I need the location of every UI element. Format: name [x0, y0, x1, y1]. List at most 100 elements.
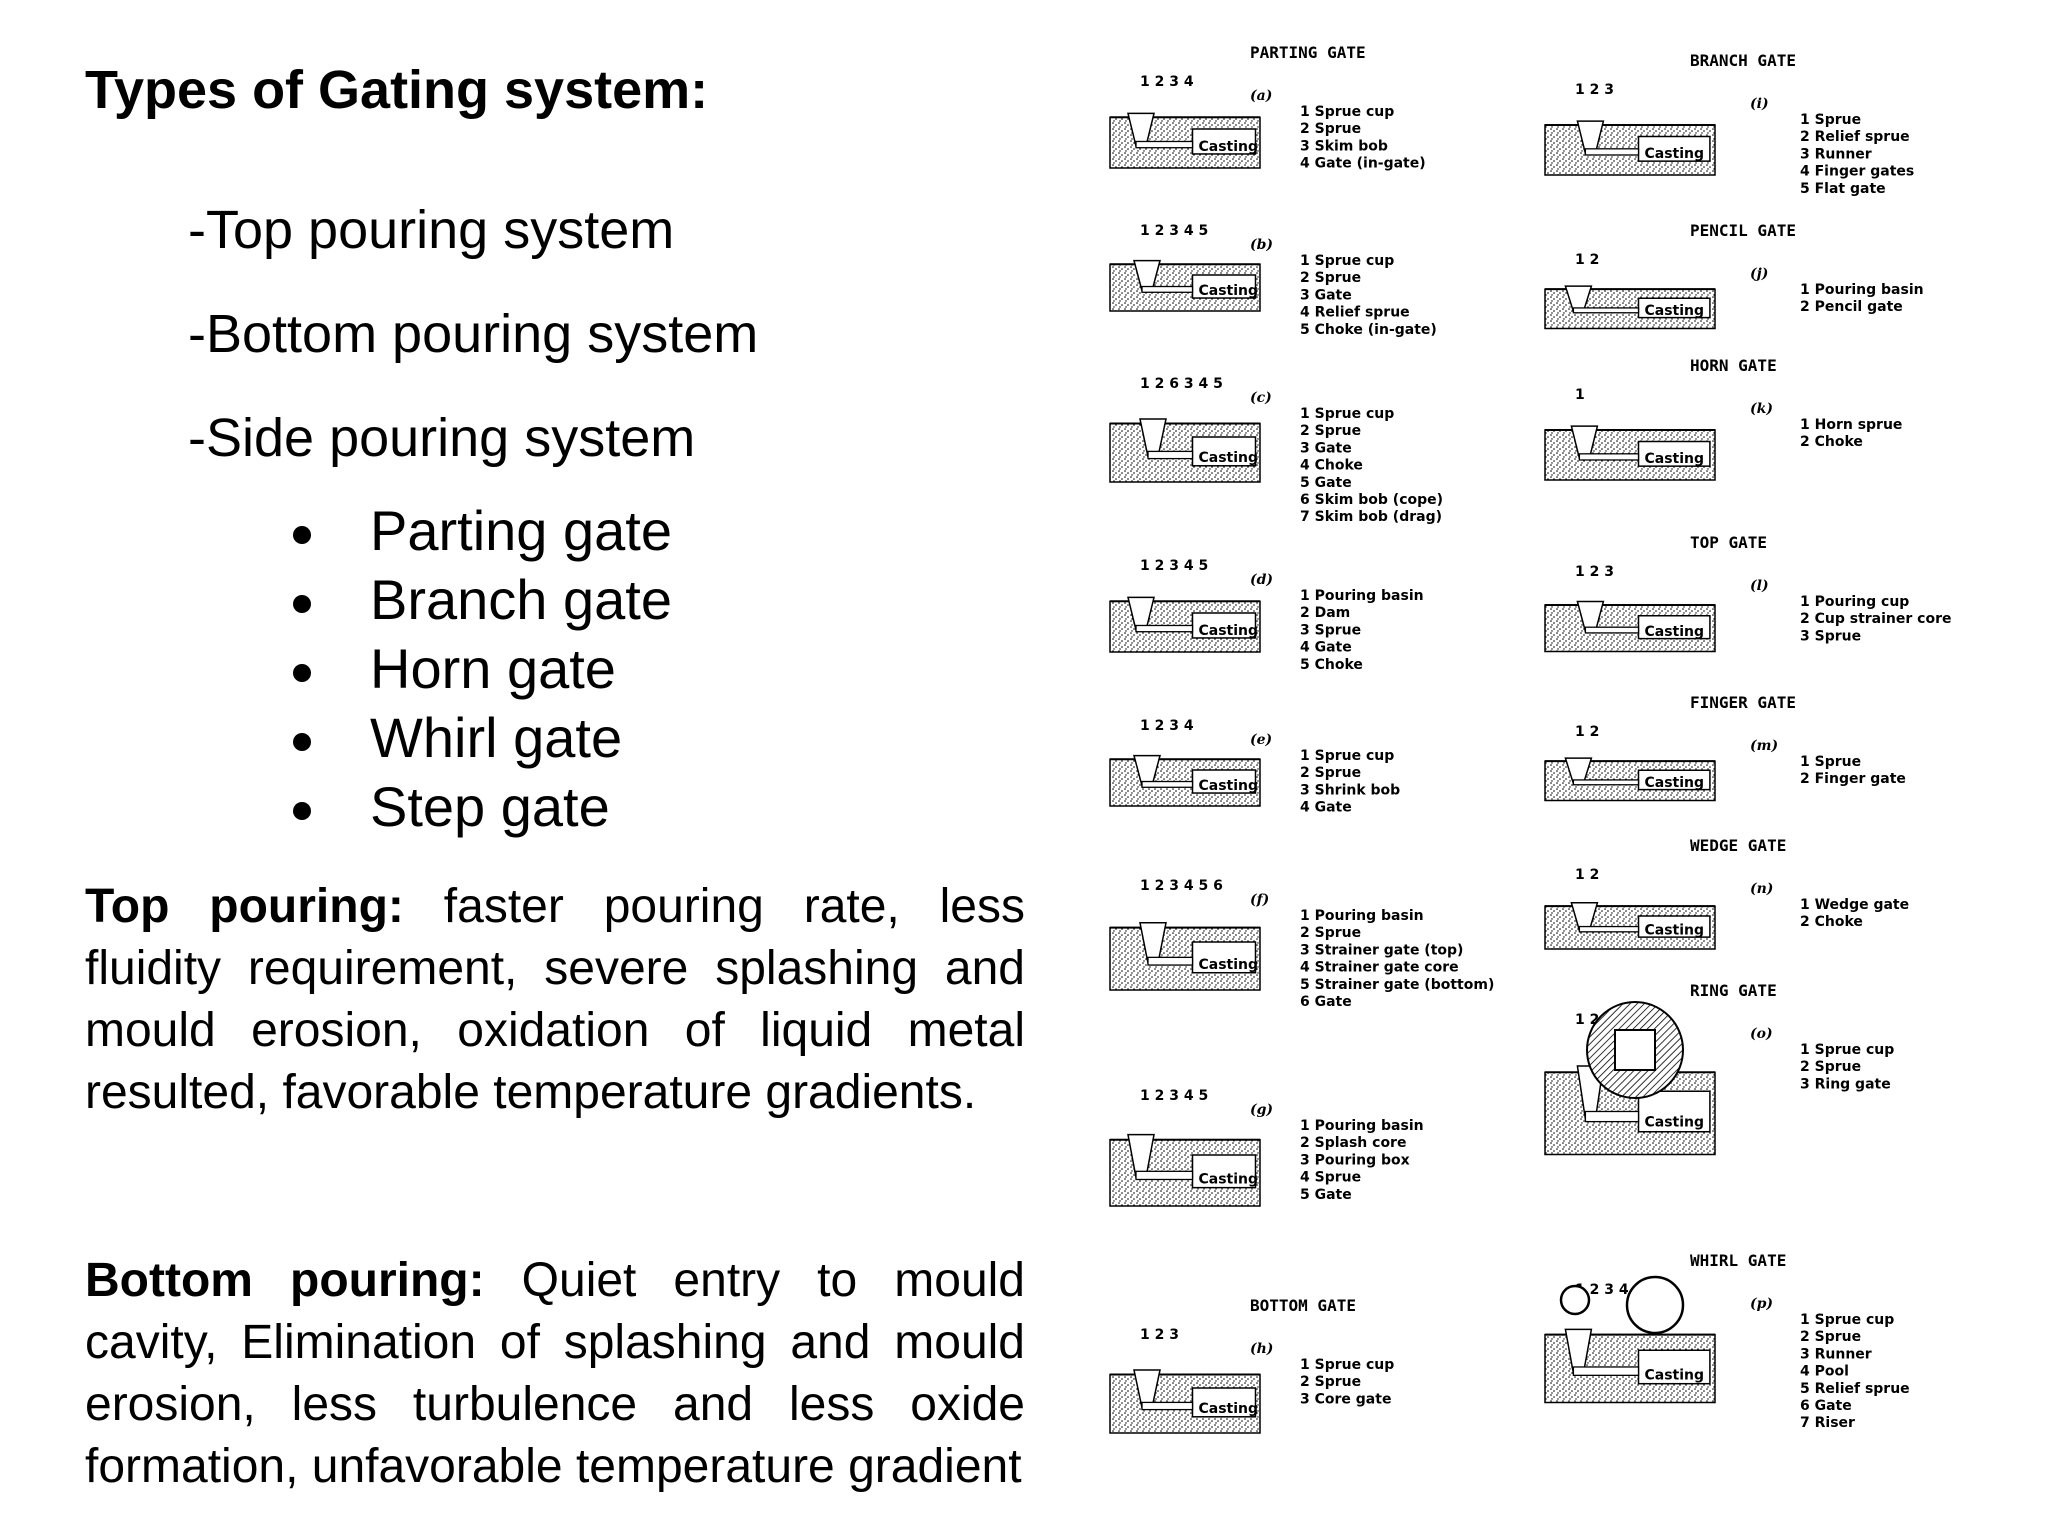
- part-numbers: 1 2 3 4 5: [1140, 1088, 1208, 1104]
- legend-item: 1 Sprue: [1800, 754, 1861, 770]
- legend-item: 4 Gate (in-gate): [1300, 156, 1426, 172]
- list-item: Parting gate: [290, 496, 672, 565]
- legend-item: 2 Sprue: [1800, 1059, 1861, 1075]
- bottom-pouring-text: Quiet entry to mould cavity, Elimination…: [85, 1254, 1025, 1493]
- bottom-pouring-label: Bottom pouring:: [85, 1254, 485, 1307]
- bullet-icon: [293, 802, 311, 820]
- list-item: Horn gate: [290, 634, 672, 703]
- panel-letter: (i): [1750, 96, 1769, 112]
- legend-item: 1 Pouring basin: [1300, 588, 1424, 604]
- casting-label: Casting: [1645, 1368, 1705, 1384]
- cavity: [1191, 436, 1257, 467]
- legend-item: 3 Runner: [1800, 146, 1872, 162]
- bottom-pouring-paragraph: Bottom pouring: Quiet entry to mould cav…: [85, 1250, 1025, 1498]
- gate-title: BRANCH GATE: [1690, 51, 1796, 70]
- legend-item: 2 Finger gate: [1800, 771, 1906, 787]
- casting-label: Casting: [1199, 623, 1259, 639]
- legend-item: 1 Sprue cup: [1300, 104, 1394, 120]
- legend-item: 5 Choke (in-gate): [1300, 322, 1437, 338]
- panel-letter: (p): [1750, 1296, 1773, 1312]
- bullet-icon: [293, 733, 311, 751]
- cavity: [1191, 1387, 1257, 1418]
- legend-item: 2 Splash core: [1300, 1135, 1406, 1151]
- cavity: [1191, 1154, 1257, 1189]
- casting-label: Casting: [1645, 775, 1705, 791]
- legend-item: 1 Sprue cup: [1300, 253, 1394, 269]
- legend-item: 1 Pouring cup: [1800, 594, 1909, 610]
- casting-label: Casting: [1199, 1172, 1259, 1188]
- legend-item: 1 Pouring basin: [1300, 908, 1424, 924]
- top-pouring-paragraph: Top pouring: faster pouring rate, less f…: [85, 876, 1025, 1124]
- legend-item: 2 Relief sprue: [1800, 129, 1910, 145]
- bottom-pouring-system-item: -Bottom pouring system: [188, 304, 759, 364]
- part-numbers: 1 2 3: [1140, 1327, 1179, 1343]
- gate-channel: [1578, 925, 1640, 933]
- legend-item: 4 Relief sprue: [1300, 305, 1410, 321]
- legend-item: 1 Wedge gate: [1800, 897, 1909, 913]
- cavity: [1191, 128, 1257, 155]
- legend-item: 1 Sprue cup: [1300, 406, 1394, 422]
- part-numbers: 1 2: [1575, 724, 1599, 740]
- panel-letter: (d): [1250, 572, 1273, 588]
- panel-letter: (h): [1250, 1341, 1273, 1357]
- legend-item: 2 Sprue: [1800, 1329, 1861, 1345]
- legend-item: 7 Skim bob (drag): [1300, 509, 1442, 525]
- legend-item: 4 Gate: [1300, 640, 1352, 656]
- panel-letter: (b): [1250, 237, 1273, 253]
- casting-label: Casting: [1645, 1115, 1705, 1131]
- gate-title: PARTING GATE: [1250, 43, 1366, 62]
- legend-item: 3 Gate: [1300, 440, 1352, 456]
- gate-channel: [1141, 780, 1194, 788]
- part-numbers: 1 2 3 4 5: [1575, 1282, 1643, 1298]
- part-numbers: 1 2: [1575, 867, 1599, 883]
- gate-title: WEDGE GATE: [1690, 836, 1786, 855]
- legend-item: 5 Gate: [1300, 1187, 1352, 1203]
- legend-item: 4 Pool: [1800, 1364, 1849, 1380]
- panel-letter: (a): [1250, 88, 1272, 104]
- bullet-icon: [293, 526, 311, 544]
- panel-letter: (o): [1750, 1026, 1773, 1042]
- side-pouring-system-item: -Side pouring system: [188, 408, 696, 468]
- top-pouring-text: faster pouring rate, less fluidity requi…: [85, 880, 1025, 1119]
- legend-item: 1 Horn sprue: [1800, 417, 1902, 433]
- gate-channel: [1147, 450, 1194, 460]
- top-pouring-label: Top pouring:: [85, 880, 404, 933]
- legend-item: 1 Pouring basin: [1300, 1118, 1424, 1134]
- casting-label: Casting: [1199, 957, 1259, 973]
- casting-label: Casting: [1199, 450, 1259, 466]
- gate-channel: [1572, 307, 1640, 314]
- gate-channel: [1584, 148, 1640, 156]
- casting-label: Casting: [1645, 451, 1705, 467]
- gate-channel: [1135, 140, 1194, 149]
- legend-item: 2 Choke: [1800, 434, 1863, 450]
- legend-item: 5 Flat gate: [1800, 181, 1886, 197]
- legend-item: 3 Gate: [1300, 287, 1352, 303]
- panel-letter: (k): [1750, 401, 1773, 417]
- gate-channel: [1572, 1366, 1640, 1376]
- legend-item: 1 Pouring basin: [1800, 282, 1924, 298]
- panel-letter: (g): [1250, 1102, 1273, 1118]
- panel-letter: (f): [1250, 892, 1269, 908]
- panel-letter: (j): [1750, 266, 1768, 282]
- list-item: Step gate: [290, 772, 672, 841]
- legend-item: 3 Ring gate: [1800, 1076, 1891, 1092]
- top-pouring-system-item: -Top pouring system: [188, 200, 675, 260]
- list-item: Branch gate: [290, 565, 672, 634]
- part-numbers: 1 2 3 4 5 6: [1140, 878, 1223, 894]
- legend-item: 3 Strainer gate (top): [1300, 942, 1463, 958]
- legend-item: 2 Choke: [1800, 914, 1863, 930]
- panel-letter: (l): [1750, 578, 1769, 594]
- gate-title: FINGER GATE: [1690, 693, 1796, 712]
